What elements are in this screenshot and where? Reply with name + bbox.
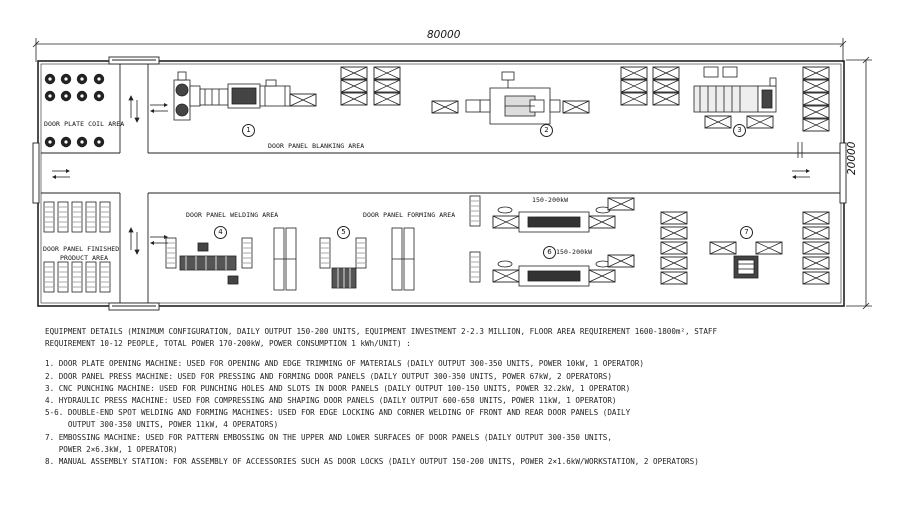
marker-4: 4 (214, 226, 227, 239)
coil-area-label: DOOR PLATE COIL AREA (44, 120, 125, 128)
notes-item-7-line1: 7. EMBOSSING MACHINE: USED FOR PATTERN E… (45, 432, 612, 442)
finished-area-label-line2: PRODUCT AREA (60, 254, 109, 262)
welding-area-label: DOOR PANEL WELDING AREA (186, 211, 279, 219)
equipment-notes: EQUIPMENT DETAILS (MINIMUM CONFIGURATION… (45, 326, 865, 468)
marker-7: 7 (740, 226, 753, 239)
notes-item-8: 8. MANUAL ASSEMBLY STATION: FOR ASSEMBLY… (45, 457, 699, 467)
opening-machine-1 (173, 71, 317, 121)
notes-item-7-line2: POWER 2×6.3kW, 1 OPERATOR) (45, 444, 178, 454)
notes-item-4: 4. HYDRAULIC PRESS MACHINE: USED FOR COM… (45, 396, 617, 406)
finished-area-label-line1: DOOR PANEL FINISHED (43, 245, 120, 253)
notes-intro-line1: EQUIPMENT DETAILS (MINIMUM CONFIGURATION… (45, 327, 718, 336)
width-dimension-label: 20000 (846, 141, 858, 175)
notes-item-5-6-line1: 5-6. DOUBLE-END SPOT WELDING AND FORMING… (45, 408, 631, 418)
notes-intro-line2: REQUIREMENT 10-12 PEOPLE, TOTAL POWER 17… (45, 339, 411, 349)
notes-item-1: 1. DOOR PLATE OPENING MACHINE: USED FOR … (45, 359, 644, 369)
marker-2: 2 (540, 124, 553, 137)
power-label-bottom: 150-200kW (556, 248, 593, 256)
press-machine-2 (431, 71, 590, 125)
length-dimension-line (32, 38, 847, 62)
notes-item-5-6-line2: OUTPUT 300-350 UNITS, POWER 11kW, 4 OPER… (45, 420, 279, 430)
hydraulic-press-4 (165, 227, 297, 291)
aisle-lines (41, 64, 841, 303)
cnc-punching-machine-3 (693, 66, 777, 129)
door-openings (32, 56, 847, 311)
notes-item-3: 3. CNC PUNCHING MACHINE: USED FOR PUNCHI… (45, 383, 631, 393)
notes-item-2: 2. DOOR PANEL PRESS MACHINE: USED FOR PR… (45, 371, 612, 381)
marker-5: 5 (337, 226, 350, 239)
marker-3: 3 (733, 124, 746, 137)
width-dimension-line (846, 56, 872, 310)
forming-area-label: DOOR PANEL FORMING AREA (363, 211, 456, 219)
length-dimension-label: 80000 (427, 29, 461, 41)
flow-arrows (51, 95, 811, 255)
blanking-area-label: DOOR PANEL BLANKING AREA (268, 142, 365, 150)
marker-1: 1 (242, 124, 255, 137)
spot-welding-line-6 (492, 197, 635, 287)
embossing-machine-7 (660, 211, 830, 285)
power-label-top: 150-200kW (532, 196, 569, 204)
coil-storage (44, 73, 105, 148)
marker-6: 6 (543, 246, 556, 259)
factory-floor-plan (32, 38, 872, 311)
forming-machine-5 (319, 195, 481, 291)
